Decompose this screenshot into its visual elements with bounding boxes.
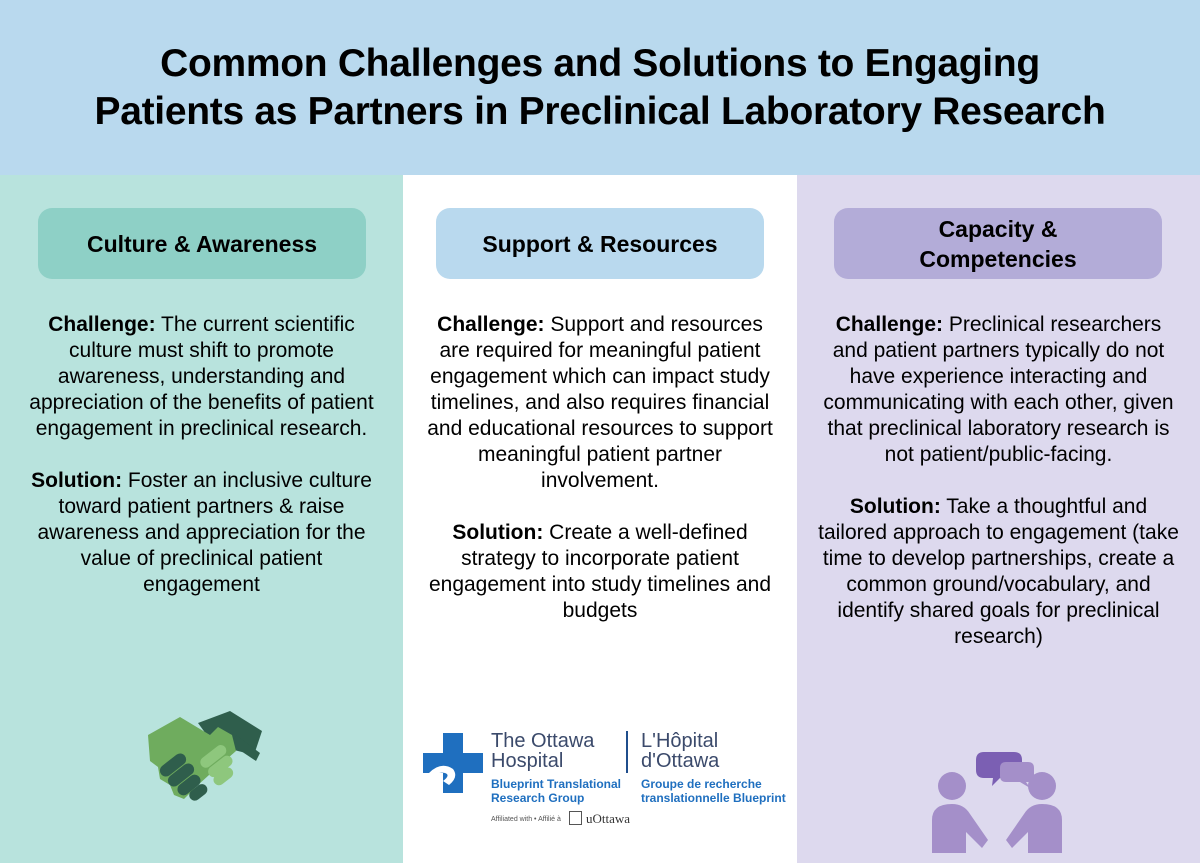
challenge-text: The current scientific culture must shif… <box>29 313 374 440</box>
column-culture-awareness: Culture & Awareness Challenge: The curre… <box>0 175 403 863</box>
challenge-label: Challenge: <box>437 313 545 336</box>
solution-paragraph: Solution: Take a thoughtful and tailored… <box>817 494 1180 650</box>
group-name-french: Groupe de recherche translationnelle Blu… <box>641 777 786 805</box>
handshake-icon <box>148 711 262 801</box>
hospital-name-fr-line1: L'Hôpital <box>641 730 719 752</box>
challenge-paragraph: Challenge: Preclinical researchers and p… <box>817 312 1180 468</box>
challenge-label: Challenge: <box>48 313 156 336</box>
title-line-1: Common Challenges and Solutions to Engag… <box>160 41 1040 85</box>
solution-label: Solution: <box>31 469 123 492</box>
capacity-competencies-body: Challenge: Preclinical researchers and p… <box>817 312 1180 676</box>
university-building-icon <box>569 811 582 825</box>
solution-label: Solution: <box>452 521 544 544</box>
challenge-text: Support and resources are required for m… <box>427 313 773 492</box>
ottawa-hospital-logo: The Ottawa Hospital L'Hôpital d'Ottawa B… <box>421 723 786 838</box>
heading-line-1: Capacity & <box>938 215 1058 242</box>
solution-label: Solution: <box>849 495 941 518</box>
group-en-line2: Research Group <box>491 791 585 805</box>
solution-text: Take a thoughtful and tailored approach … <box>818 495 1179 648</box>
challenge-text: Preclinical researchers and patient part… <box>823 313 1174 466</box>
hospital-name-english: The Ottawa Hospital <box>491 731 594 771</box>
page-title: Common Challenges and Solutions to Engag… <box>95 40 1106 136</box>
heading-line-2: Competencies <box>919 245 1077 272</box>
column-capacity-competencies: Capacity & Competencies Challenge: Precl… <box>797 175 1200 863</box>
challenge-label: Challenge: <box>835 313 944 336</box>
hospital-name-en-line1: The Ottawa <box>491 730 595 752</box>
culture-awareness-heading: Culture & Awareness <box>38 208 366 279</box>
group-name-english: Blueprint Translational Research Group <box>491 777 621 805</box>
university-name: uOttawa <box>586 811 631 826</box>
solution-text: Foster an inclusive culture toward patie… <box>37 469 372 596</box>
culture-awareness-body: Challenge: The current scientific cultur… <box>20 312 383 624</box>
title-line-2: Patients as Partners in Preclinical Labo… <box>94 89 1106 133</box>
challenge-paragraph: Challenge: Support and resources are req… <box>423 312 777 494</box>
hospital-cross-icon <box>423 733 483 793</box>
challenge-paragraph: Challenge: The current scientific cultur… <box>20 312 383 442</box>
solution-text: Create a well-defined strategy to incorp… <box>428 521 772 622</box>
group-fr-line2: translationnelle Blueprint <box>641 791 786 805</box>
support-resources-body: Challenge: Support and resources are req… <box>423 312 777 650</box>
group-fr-line1: Groupe de recherche <box>641 777 762 791</box>
hospital-name-fr-line2: d'Ottawa <box>641 750 720 772</box>
page-header: Common Challenges and Solutions to Engag… <box>0 0 1200 175</box>
solution-paragraph: Solution: Foster an inclusive culture to… <box>20 468 383 598</box>
column-support-resources: Support & Resources Challenge: Support a… <box>403 175 797 863</box>
logo-divider <box>626 731 628 773</box>
hospital-name-french: L'Hôpital d'Ottawa <box>641 731 719 771</box>
support-resources-heading: Support & Resources <box>436 208 764 279</box>
hospital-name-en-line2: Hospital <box>491 750 564 772</box>
capacity-competencies-heading: Capacity & Competencies <box>834 208 1162 279</box>
solution-paragraph: Solution: Create a well-defined strategy… <box>423 520 777 624</box>
group-en-line1: Blueprint Translational <box>491 777 622 791</box>
people-conversation-icon <box>932 752 1062 853</box>
affiliation-text: Affiliated with • Affilié à <box>491 816 561 823</box>
